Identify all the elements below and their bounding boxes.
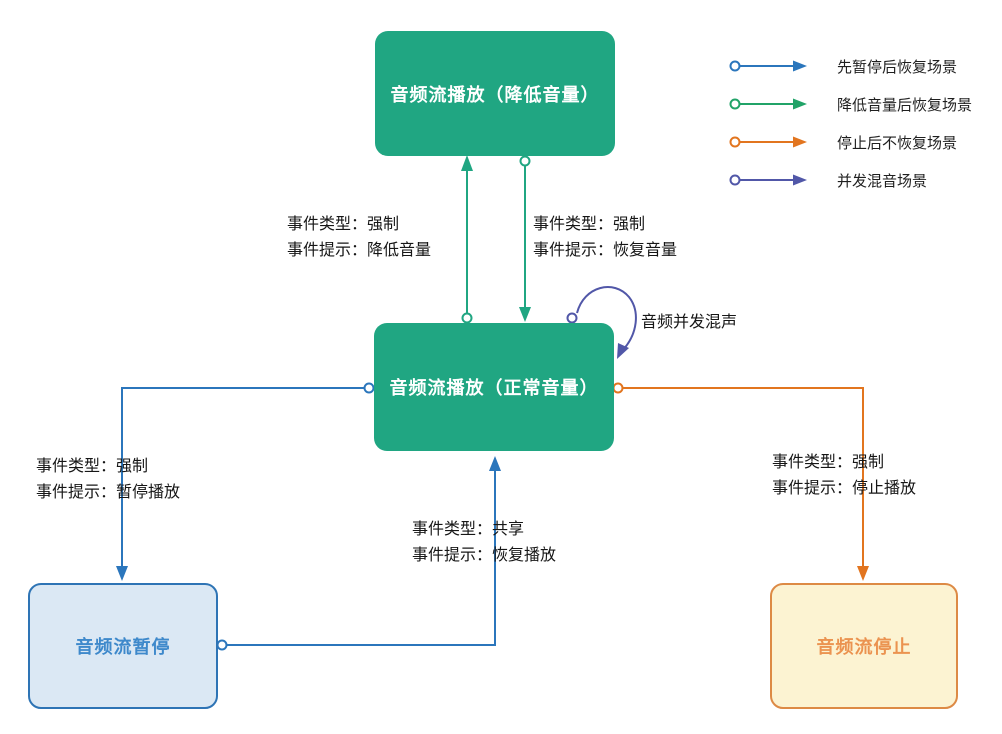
edge-label-line: 事件类型：强制 [772, 454, 885, 471]
legend-arrowhead [793, 98, 807, 110]
node-playing-lowered: 音频流播放（降低音量） [375, 31, 615, 156]
edge-resume [216, 456, 501, 651]
edge-label-line: 事件类型：强制 [533, 216, 646, 233]
edge-line [121, 387, 364, 566]
legend-arrowhead [793, 174, 807, 186]
legend-label: 先暂停后恢复场景 [837, 58, 958, 76]
connector-dot [216, 639, 228, 651]
legend-arrowhead [793, 136, 807, 148]
edge-label-line: 事件提示：恢复音量 [533, 242, 678, 259]
edge-restore-volume [519, 155, 531, 322]
arrowhead-up-icon [461, 155, 473, 171]
legend-arrow-icon [729, 136, 807, 148]
legend-arrow-icon [729, 98, 807, 110]
node-stopped: 音频流停止 [770, 583, 958, 709]
edge-line [227, 471, 496, 646]
legend-dot [729, 174, 741, 186]
edge-label-line: 事件类型：强制 [36, 458, 149, 475]
legend-dot [729, 98, 741, 110]
arrowhead-up-icon [489, 456, 501, 471]
node-label: 音频流播放（降低音量） [390, 84, 600, 105]
edge-label-pause: 事件类型：强制 事件提示：暂停播放 [36, 454, 180, 506]
legend-arrowhead [793, 60, 807, 72]
legend-label: 并发混音场景 [837, 172, 928, 190]
arrowhead-down-icon [857, 566, 869, 581]
connector-dot [566, 312, 578, 324]
connector-dot [519, 155, 531, 167]
edge-label-resume: 事件类型：共享 事件提示：恢复播放 [412, 517, 556, 569]
edge-label-line: 音频并发混声 [641, 314, 738, 331]
self-loop-arc [576, 286, 637, 352]
edge-label-lower-volume: 事件类型：强制 事件提示：降低音量 [287, 212, 431, 264]
legend-dot [729, 136, 741, 148]
edge-lower-volume [461, 155, 473, 324]
legend-item-stop-no-resume: 停止后不恢复场景 [727, 130, 972, 154]
edge-label-line: 事件提示：恢复播放 [412, 547, 557, 564]
node-label: 音频流停止 [816, 637, 912, 657]
connector-dot [612, 382, 624, 394]
legend-arrow-icon [729, 174, 807, 186]
legend-dot [729, 60, 741, 72]
edge-line [623, 387, 864, 566]
edge-label-stop: 事件类型：强制 事件提示：停止播放 [772, 450, 916, 502]
node-label: 音频流暂停 [75, 637, 171, 657]
edge-concurrent-mix [566, 286, 637, 359]
arrowhead-down-icon [519, 307, 531, 322]
legend-item-pause-resume: 先暂停后恢复场景 [727, 54, 972, 78]
edge-label-line: 事件类型：强制 [287, 216, 400, 233]
legend-label: 降低音量后恢复场景 [837, 96, 973, 114]
legend-item-concurrent-mix: 并发混音场景 [727, 168, 972, 192]
legend-item-lower-restore: 降低音量后恢复场景 [727, 92, 972, 116]
node-label: 音频流播放（正常音量） [389, 378, 599, 398]
edge-label-line: 事件类型：共享 [412, 521, 525, 538]
node-playing-normal: 音频流播放（正常音量） [374, 323, 614, 451]
edge-label-concurrent-mix: 音频并发混声 [641, 310, 737, 336]
legend-label: 停止后不恢复场景 [837, 134, 958, 152]
edge-stop [612, 382, 869, 581]
edge-label-line: 事件提示：暂停播放 [36, 484, 181, 501]
legend-arrow-icon [729, 60, 807, 72]
arrowhead-loop-icon [617, 343, 629, 359]
legend: 先暂停后恢复场景 降低音量后恢复场景 停止后不恢复场景 并 [727, 54, 972, 192]
connector-dot [363, 382, 375, 394]
node-paused: 音频流暂停 [28, 583, 218, 709]
edge-label-restore-volume: 事件类型：强制 事件提示：恢复音量 [533, 212, 677, 264]
connector-dot [461, 312, 473, 324]
edge-label-line: 事件提示：降低音量 [287, 242, 432, 259]
arrowhead-down-icon [116, 566, 128, 581]
edge-pause [116, 382, 375, 581]
edge-label-line: 事件提示：停止播放 [772, 480, 917, 497]
